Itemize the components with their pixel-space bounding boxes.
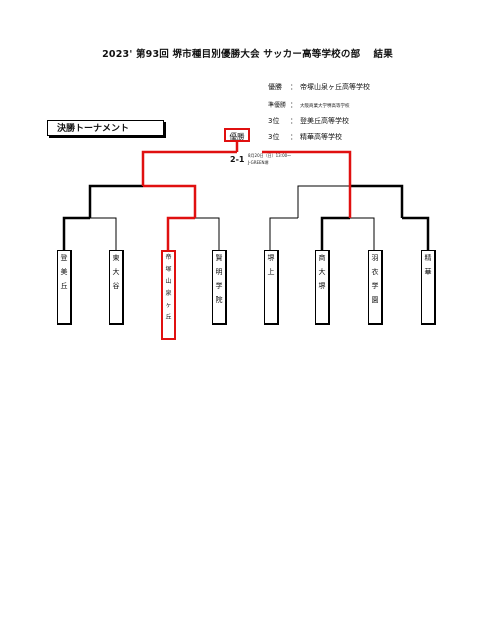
team-box: 東大谷 <box>109 250 124 325</box>
bracket-line-adv-seika <box>402 216 430 250</box>
team-box: 堺上 <box>264 250 279 325</box>
team-name-char: 大 <box>318 268 326 276</box>
bracket-line-win-sf <box>141 150 237 186</box>
result-third-1: 3位：登美丘高等学校 <box>268 117 349 125</box>
bracket-line-adv-sf-left <box>88 184 143 218</box>
team-name-char: 山 <box>165 278 172 285</box>
team-name-char: 帝 <box>165 254 172 261</box>
team-name-char: 園 <box>371 296 379 304</box>
team-name-char: 登 <box>60 254 68 262</box>
bracket-line-win-qf <box>143 184 197 218</box>
team-box: 商大堺 <box>315 250 330 325</box>
bracket-line-r1-a <box>90 217 117 250</box>
team-box: 賢明学院 <box>212 250 227 325</box>
result-third-2: 3位：精華高等学校 <box>268 133 342 141</box>
team-name-char: 美 <box>60 268 68 276</box>
team-name-char: 華 <box>424 268 432 276</box>
team-name-char: 堺 <box>267 254 275 262</box>
bracket-line-adv-shodai <box>320 216 350 250</box>
final-score: 2-1 <box>230 155 245 164</box>
result-runner-up: 準優勝：大阪商業大学堺高等学校 <box>268 101 350 109</box>
team-name-char: 羽 <box>371 254 379 262</box>
final-info: 8月20日（日）13:00～ J-GREEN堺 <box>248 152 291 166</box>
team-name-char: 堺 <box>318 282 326 290</box>
result-champion: 優勝：帝塚山泉ヶ丘高等学校 <box>268 83 370 91</box>
bracket-line-adv-sf-right <box>350 184 404 218</box>
team-name-char: 谷 <box>112 282 120 290</box>
bracket-line-sf-right <box>297 185 350 218</box>
team-name-char: 賢 <box>215 254 223 262</box>
team-name-char: 丘 <box>165 314 172 321</box>
team-box: 羽衣学園 <box>368 250 383 325</box>
champion-box: 優勝 <box>224 128 250 142</box>
page-title: 2023' 第93回 堺市種目別優勝大会 サッカー高等学校の部 結果 <box>102 49 393 60</box>
team-name-char: 学 <box>215 282 223 290</box>
bracket-line-r1-b <box>195 217 220 250</box>
final-date: 8月20日（日）13:00～ <box>248 153 292 158</box>
team-name-char: 大 <box>112 268 120 276</box>
bracket-line-runner-sf <box>262 150 352 186</box>
team-name-char: 院 <box>215 296 223 304</box>
team-name-char: 東 <box>112 254 120 262</box>
bracket-line-adv-toumi <box>62 216 90 250</box>
team-name-char: 商 <box>318 254 326 262</box>
team-name-char: 泉 <box>165 290 172 297</box>
team-name-char: 塚 <box>165 266 172 273</box>
team-name-char: 衣 <box>371 268 379 276</box>
team-name-char: 精 <box>424 254 432 262</box>
bracket-line-win-r1 <box>166 216 195 250</box>
team-name-char: 丘 <box>60 282 68 290</box>
bracket-line-r1-c <box>269 217 298 250</box>
final-tournament-label: 決勝トーナメント <box>47 120 164 136</box>
team-box: 登美丘 <box>57 250 72 325</box>
team-name-char: 学 <box>371 282 379 290</box>
final-venue: J-GREEN堺 <box>248 160 269 165</box>
team-name-char: ヶ <box>165 302 172 309</box>
team-name-char: 明 <box>215 268 223 276</box>
team-name-char: 上 <box>267 268 275 276</box>
team-box: 帝塚山泉ヶ丘 <box>161 250 176 340</box>
bracket-line-r1-d <box>350 217 375 250</box>
team-box: 精華 <box>421 250 436 325</box>
